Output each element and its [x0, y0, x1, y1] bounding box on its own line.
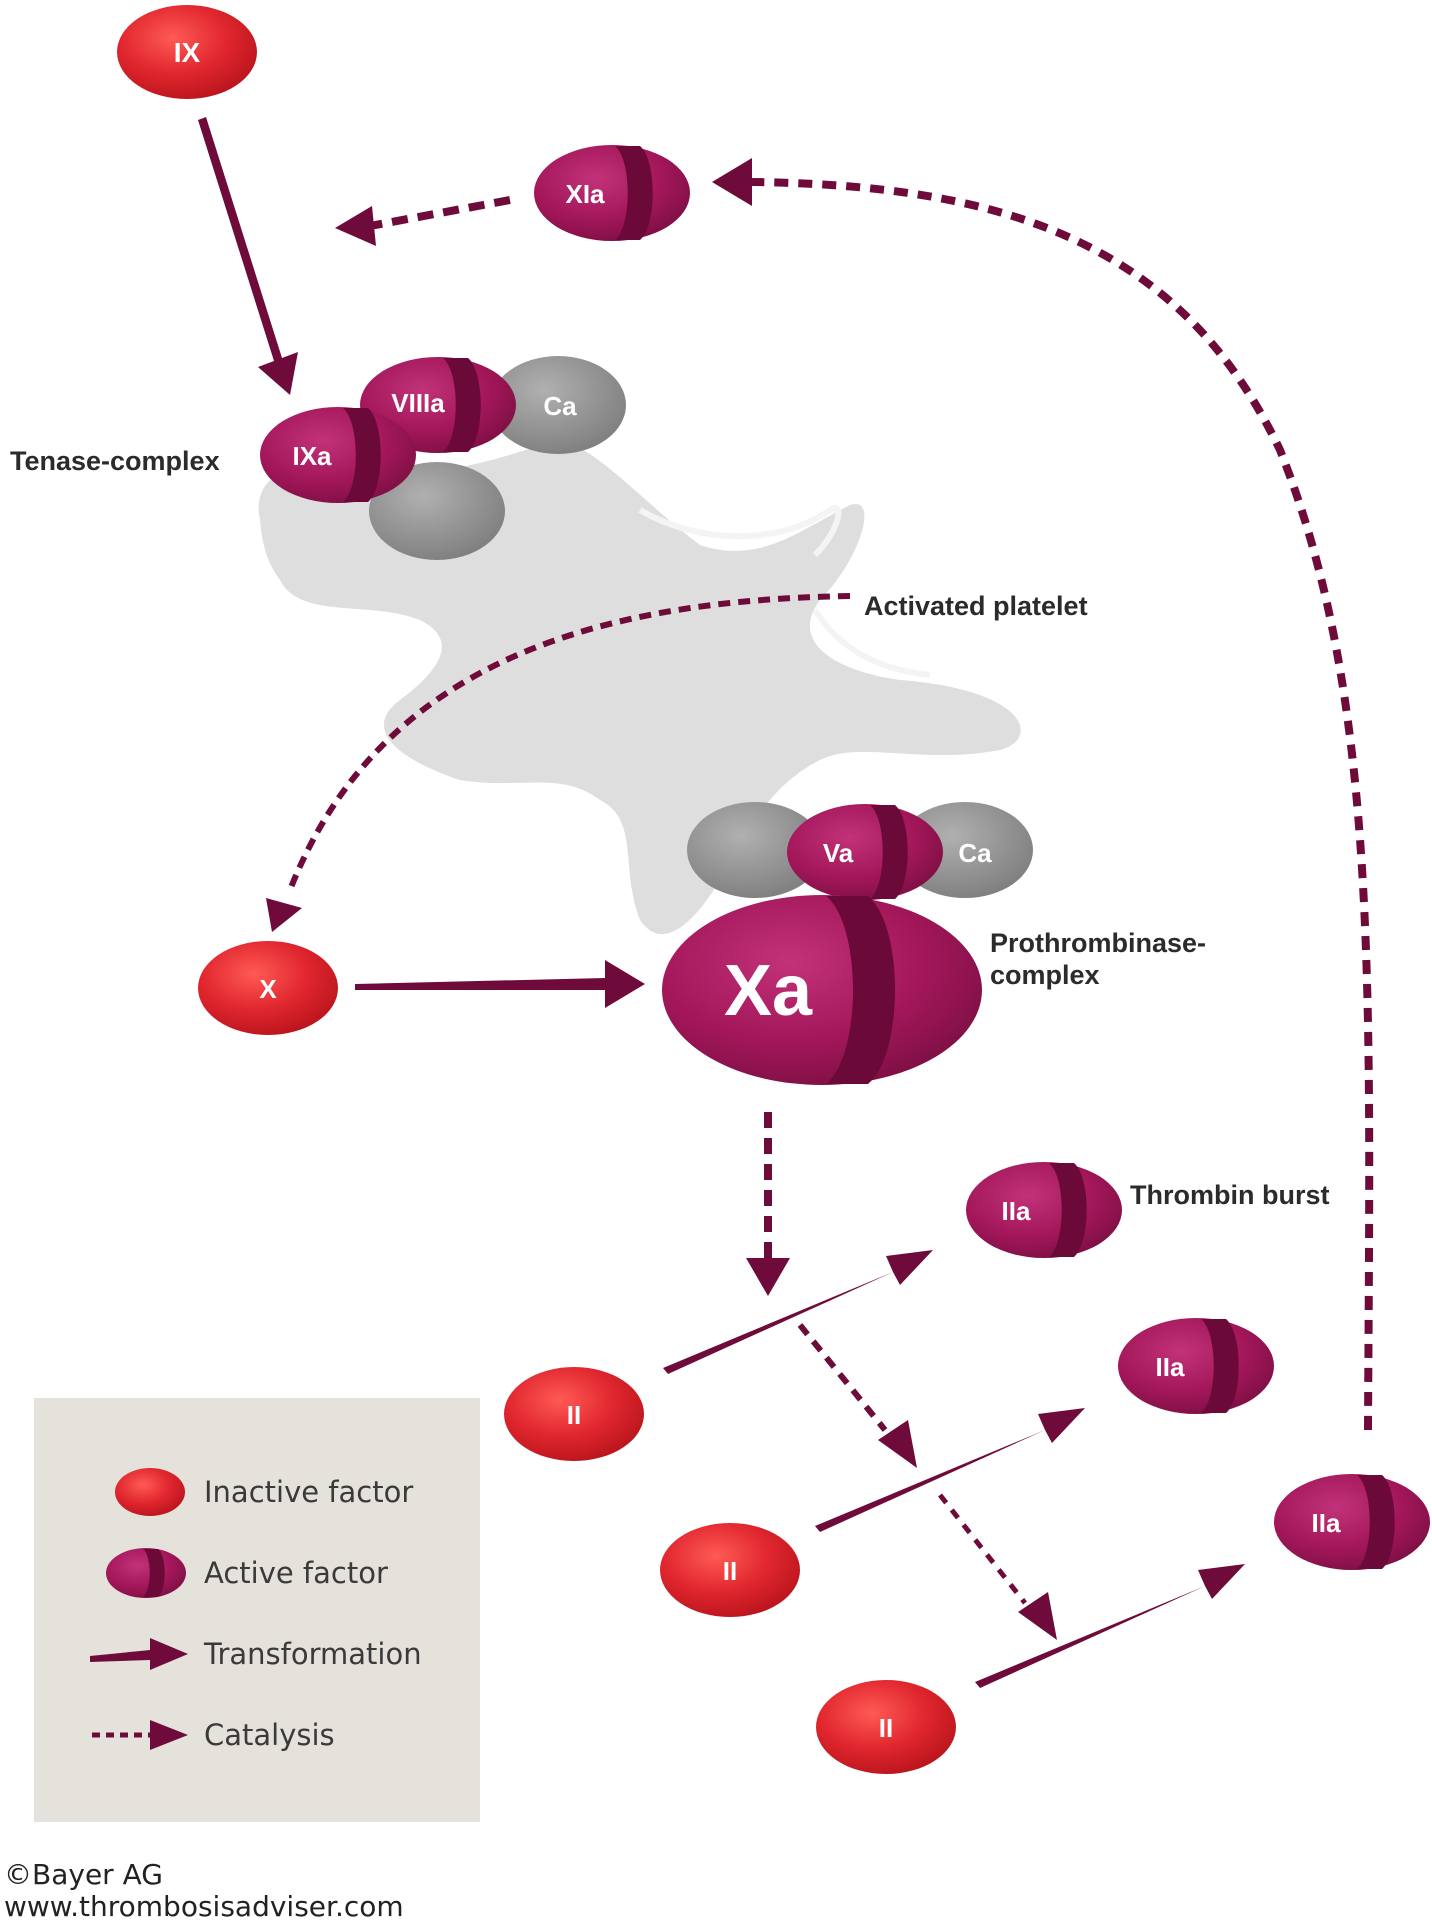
- factor-viiia-label: VIIIa: [391, 388, 445, 418]
- factor-ix-label: IX: [174, 37, 201, 68]
- legend-inactive-icon: [115, 1468, 185, 1516]
- factor-va-node: [787, 804, 943, 900]
- factor-ii-node-3: [816, 1680, 956, 1774]
- legend-box: [34, 1398, 480, 1822]
- factor-xia-label: XIa: [565, 179, 605, 209]
- arrow-ii1-to-iia1: [663, 1250, 933, 1374]
- factor-xa-node: [662, 895, 982, 1085]
- active-factors: XIa VIIIa Ca IXa Va Ca Xa: [260, 145, 1430, 1570]
- factor-ixa-label: IXa: [292, 441, 332, 471]
- tenase-gray-protein: [369, 462, 505, 560]
- legend-inactive-label: Inactive factor: [204, 1475, 413, 1509]
- credit-line2: www.thrombosisadviser.com: [4, 1890, 404, 1922]
- va-left-gray-protein: [687, 802, 823, 898]
- factor-xia-node: [534, 145, 690, 241]
- legend: Inactive factor Active factor Transforma…: [34, 1398, 480, 1822]
- activated-platelet-shape: [258, 440, 1021, 935]
- arrow-ii2-to-iia2: [815, 1408, 1085, 1532]
- legend-transformation-label: Transformation: [203, 1637, 422, 1671]
- factor-ii-label-2: II: [723, 1556, 737, 1586]
- factor-iia-label-1: IIa: [1002, 1196, 1031, 1226]
- arrow-catalysis-chain-1: [797, 1323, 888, 1432]
- catalysis-arrowheads: [266, 158, 1057, 1640]
- factor-iia-label-3: IIa: [1312, 1508, 1341, 1538]
- factor-x-label: X: [259, 974, 277, 1004]
- factor-iia-label-2: IIa: [1156, 1352, 1185, 1382]
- ca-bottom-label: Ca: [958, 838, 992, 868]
- prothrombinase-label-line2: complex: [990, 960, 1100, 990]
- arrow-ii3-to-iia3: [975, 1564, 1245, 1688]
- factor-ii-node-2: [660, 1523, 800, 1617]
- tenase-complex-label: Tenase-complex: [10, 446, 220, 476]
- credit-line1: ©Bayer AG: [4, 1858, 163, 1891]
- arrow-catalysis-chain-2: [938, 1493, 1027, 1605]
- prothrombinase-label-line1: Prothrombinase-: [990, 928, 1206, 958]
- legend-catalysis-label: Catalysis: [204, 1718, 335, 1752]
- inactive-factors: IX X II II II: [117, 5, 956, 1774]
- legend-active-label: Active factor: [204, 1556, 388, 1590]
- ca-top-protein: [490, 356, 626, 454]
- factor-ixa-node: [260, 407, 416, 503]
- factor-x-node: [198, 941, 338, 1035]
- factor-ii-label-3: II: [879, 1713, 893, 1743]
- arrow-x-to-xa: [355, 960, 645, 1008]
- arrow-xia-catalysis: [369, 196, 511, 230]
- arrow-platelet-to-x: [287, 593, 851, 892]
- legend-transformation-icon: [90, 1638, 188, 1670]
- ca-top-label: Ca: [543, 391, 577, 421]
- factor-iia-node-1: [966, 1162, 1122, 1258]
- legend-active-icon: [106, 1548, 186, 1598]
- arrow-ix-to-ixa: [198, 117, 298, 395]
- transformation-arrows: [198, 117, 1245, 1688]
- catalysis-arrows: [287, 178, 1374, 1605]
- factor-va-label: Va: [823, 838, 854, 868]
- factor-iia-node-3: [1274, 1474, 1430, 1570]
- thrombin-burst-label: Thrombin burst: [1130, 1180, 1329, 1210]
- factor-ii-label-1: II: [567, 1400, 581, 1430]
- factor-xa-label: Xa: [724, 951, 813, 1031]
- factor-iia-node-2: [1118, 1318, 1274, 1414]
- factor-ii-node-1: [504, 1367, 644, 1461]
- factor-ix-node: [117, 5, 257, 99]
- activated-platelet-label: Activated platelet: [864, 591, 1088, 621]
- arrow-iia-feedback-to-xia: [751, 178, 1374, 1431]
